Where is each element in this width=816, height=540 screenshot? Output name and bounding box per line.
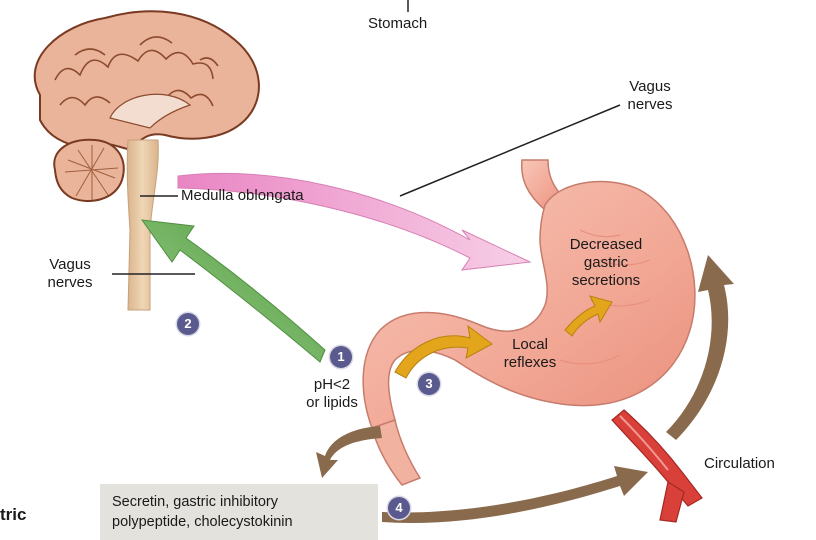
hormones-line1: Secretin, gastric inhibitory — [112, 493, 278, 511]
local-reflexes-label: Local reflexes — [490, 336, 570, 372]
hormones-line2: polypeptide, cholecystokinin — [112, 513, 293, 531]
blood-vessel — [612, 410, 702, 522]
medulla-label: Medulla oblongata — [181, 187, 304, 205]
hormones-to-circulation-arrow — [382, 466, 648, 523]
cut-off-left-label: tric — [0, 505, 26, 525]
decreased-secretions-label: Decreased gastric secretions — [556, 236, 656, 290]
vagus-left-line2: nerves — [40, 274, 100, 292]
ph-line1: pH<2 — [292, 376, 372, 394]
stomach-top-label: Stomach — [368, 15, 427, 33]
vagus-left-label: Vagus nerves — [40, 256, 100, 292]
duodenum-to-hormones-arrow — [316, 426, 382, 478]
step-3-badge: 3 — [418, 373, 440, 395]
vagus-top-line1: Vagus — [620, 78, 680, 96]
step-2-badge: 2 — [177, 313, 199, 335]
circulation-label: Circulation — [704, 455, 775, 473]
hormones-box: Secretin, gastric inhibitory polypeptide… — [100, 484, 378, 540]
step-1-badge: 1 — [330, 346, 352, 368]
decreased-line1: Decreased — [556, 236, 656, 254]
ph-lipids-label: pH<2 or lipids — [292, 376, 372, 412]
vagus-left-line1: Vagus — [40, 256, 100, 274]
local-line2: reflexes — [490, 354, 570, 372]
decreased-line3: secretions — [556, 272, 656, 290]
green-afferent-arrow — [142, 220, 325, 362]
step-4-badge: 4 — [388, 497, 410, 519]
vagus-top-line2: nerves — [620, 96, 680, 114]
ph-line2: or lipids — [292, 394, 372, 412]
vagus-top-label: Vagus nerves — [620, 78, 680, 114]
decreased-line2: gastric — [556, 254, 656, 272]
local-line1: Local — [490, 336, 570, 354]
